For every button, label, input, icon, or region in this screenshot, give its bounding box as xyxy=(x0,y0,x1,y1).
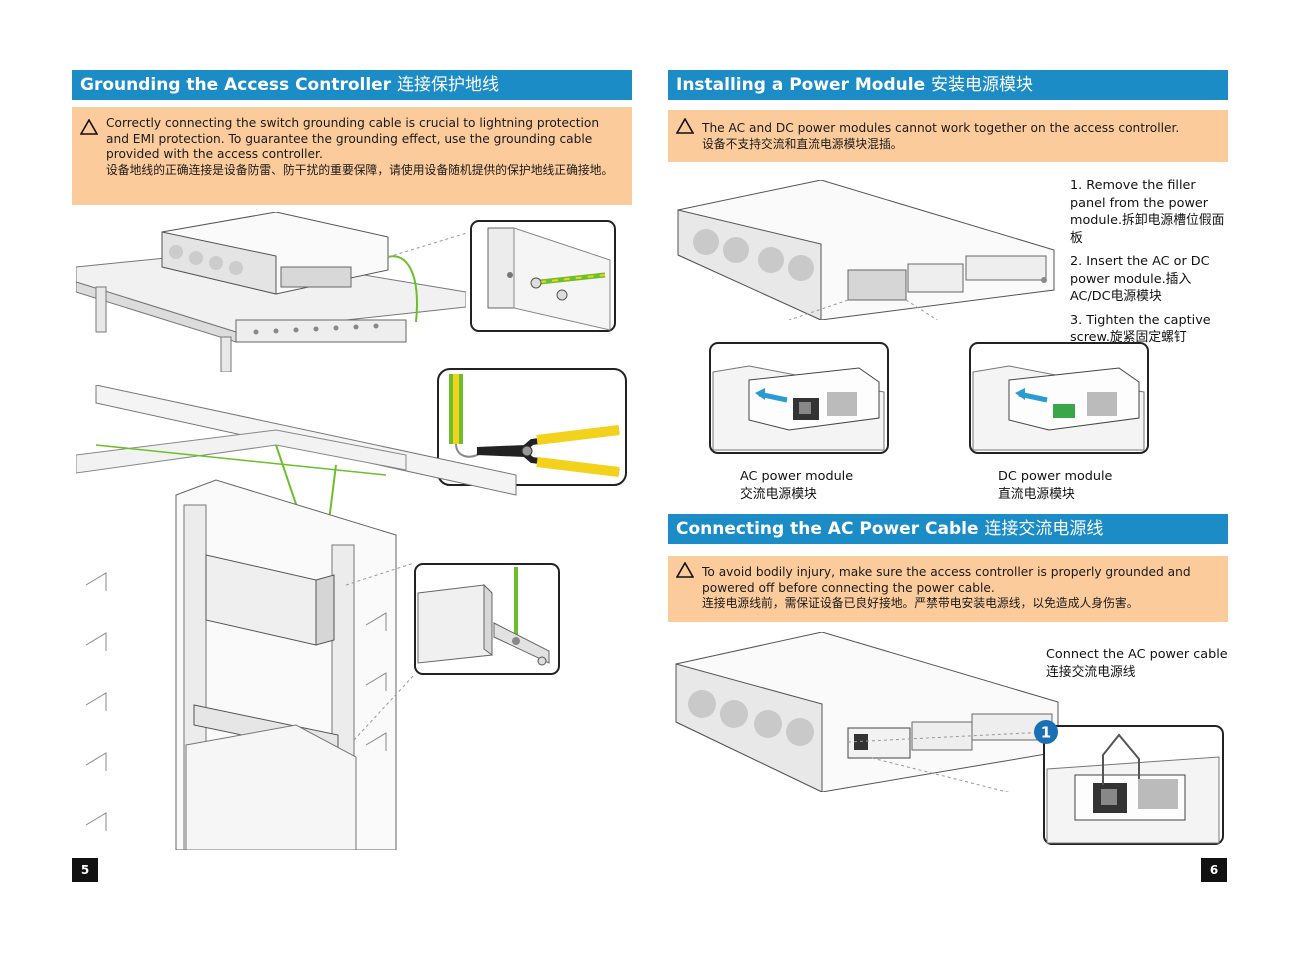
caution-triangle-icon xyxy=(80,119,98,135)
ac-cable-notice-zh: 连接电源线前，需保证设备已良好接地。严禁带电安装电源线，以免造成人身伤害。 xyxy=(702,596,1139,611)
callout-number: 1 xyxy=(1041,724,1051,742)
left-header-title-zh: 连接保护地线 xyxy=(397,75,500,95)
ac-cable-section-header: Connecting the AC Power Cable 连接交流电源线 xyxy=(668,514,1228,544)
rack-ground-zoom-box xyxy=(414,563,560,675)
ac-cable-caution-notice: To avoid bodily injury, make sure the ac… xyxy=(668,556,1228,622)
caution-triangle-icon xyxy=(676,562,694,578)
connect-cable-caption-en: Connect the AC power cable xyxy=(1046,647,1228,662)
left-page-number: 5 xyxy=(72,858,98,882)
power-module-caution-notice: The AC and DC power modules cannot work … xyxy=(668,110,1228,162)
ac-cable-device-illustration xyxy=(675,632,1059,792)
power-module-title-en: Installing a Power Module xyxy=(676,75,926,95)
ac-cable-title-zh: 连接交流电源线 xyxy=(984,519,1104,539)
rack-grounding-illustration xyxy=(76,385,517,850)
left-section-header: Grounding the Access Controller 连接保护地线 xyxy=(72,70,632,100)
power-module-title-zh: 安装电源模块 xyxy=(931,75,1034,95)
install-steps-list: 1. Remove the filler panel from the powe… xyxy=(1070,177,1230,347)
caution-triangle-icon xyxy=(676,118,694,134)
grounding-caution-notice: Correctly connecting the switch groundin… xyxy=(72,107,632,205)
dc-module-caption: DC power module 直流电源模块 xyxy=(998,468,1112,503)
dc-module-caption-en: DC power module xyxy=(998,469,1113,484)
ac-power-module-zoom-box xyxy=(709,342,889,454)
ac-module-caption-en: AC power module xyxy=(740,469,854,484)
desk-grounding-illustration xyxy=(76,212,466,372)
step-2-text: 2. Insert the AC or DC power module.插入AC… xyxy=(1070,254,1210,304)
step-1-text: 1. Remove the filler panel from the powe… xyxy=(1070,178,1225,246)
power-module-notice-en: The AC and DC power modules cannot work … xyxy=(702,121,1180,135)
ground-lug-zoom-box xyxy=(470,220,616,332)
ac-cable-notice-en: To avoid bodily injury, make sure the ac… xyxy=(702,565,1191,595)
power-module-section-header: Installing a Power Module 安装电源模块 xyxy=(668,70,1228,100)
power-module-notice-zh: 设备不支持交流和直流电源模块混插。 xyxy=(702,136,903,151)
ac-module-caption-zh: 交流电源模块 xyxy=(740,486,817,502)
left-header-title-en: Grounding the Access Controller xyxy=(80,75,392,95)
step-3-text: 3. Tighten the captive screw.旋紧固定螺钉 xyxy=(1070,312,1211,346)
connect-cable-caption-zh: 连接交流电源线 xyxy=(1046,664,1136,680)
ac-cable-title-en: Connecting the AC Power Cable xyxy=(676,519,979,539)
ac-module-caption: AC power module 交流电源模块 xyxy=(740,468,853,503)
step-one-callout-icon: 1 xyxy=(1034,720,1058,744)
crimping-pliers-zoom-box xyxy=(437,368,627,486)
grounding-notice-en: Correctly connecting the switch groundin… xyxy=(106,116,600,162)
connect-cable-caption: Connect the AC power cable 连接交流电源线 xyxy=(1046,646,1228,681)
right-page-number: 6 xyxy=(1201,858,1227,882)
grounding-notice-zh: 设备地线的正确连接是设备防雷、防干扰的重要保障，请使用设备随机提供的保护地线正确… xyxy=(106,162,614,177)
dc-module-caption-zh: 直流电源模块 xyxy=(998,486,1075,502)
dc-power-module-zoom-box xyxy=(969,342,1149,454)
ac-cable-zoom-box xyxy=(1043,725,1224,845)
power-slot-device-illustration xyxy=(677,180,1055,320)
